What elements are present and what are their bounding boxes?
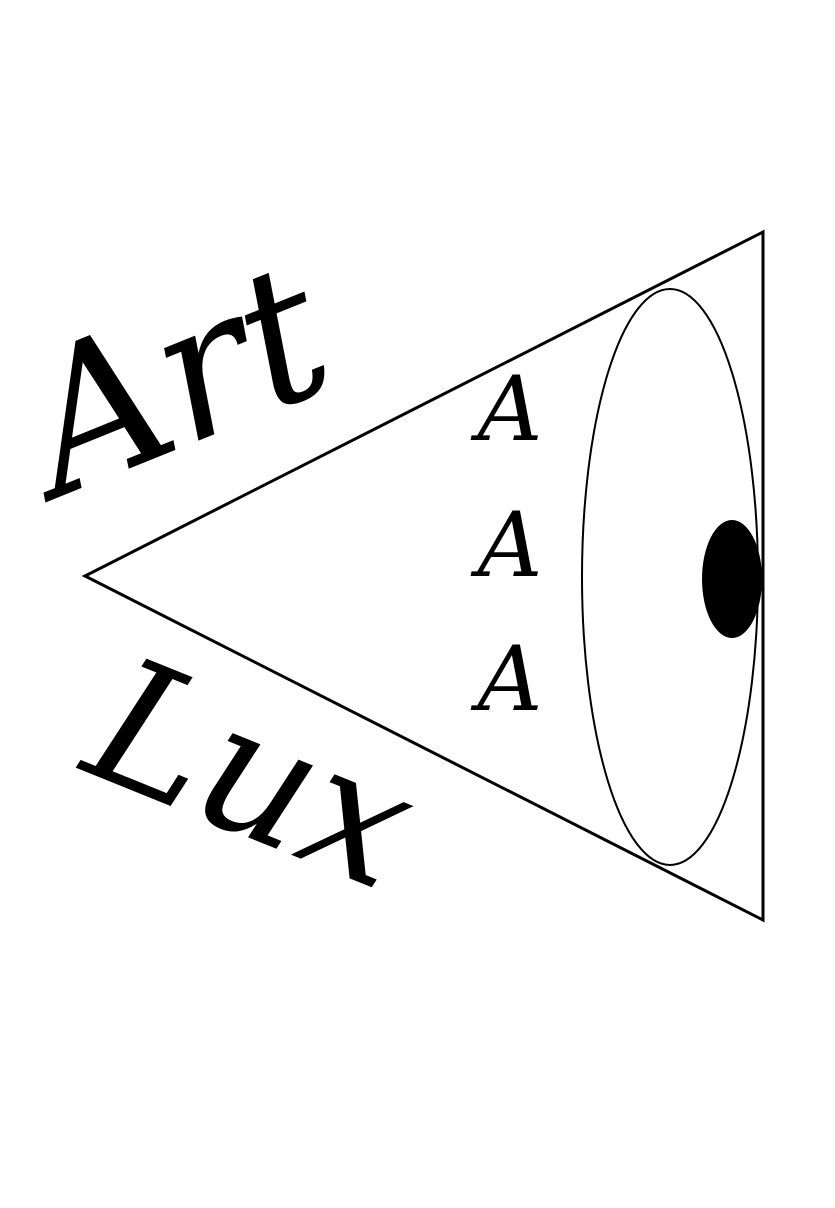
cone-icon — [81, 229, 765, 923]
word-lux: Lux — [60, 618, 443, 930]
letter-a-2: A — [471, 493, 543, 598]
letter-a-1: A — [471, 357, 543, 462]
pupil-icon — [702, 520, 762, 638]
word-art: Art — [0, 220, 359, 545]
letter-a-3: A — [471, 627, 543, 732]
